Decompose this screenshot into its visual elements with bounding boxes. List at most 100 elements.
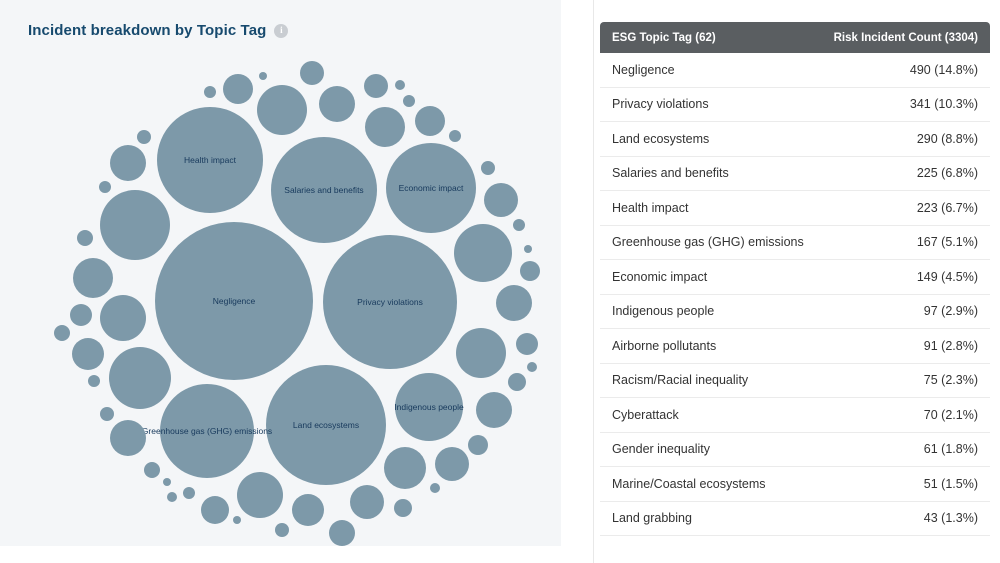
bubble-label: Land ecosystems — [293, 420, 359, 430]
bubble[interactable] — [350, 485, 384, 519]
bubble[interactable] — [163, 478, 171, 486]
row-count: 91 (2.8%) — [923, 338, 978, 353]
bubble-greenhouse-gas-ghg-emissions[interactable] — [160, 384, 254, 478]
bubble[interactable] — [513, 219, 525, 231]
table-row[interactable]: Greenhouse gas (GHG) emissions 167 (5.1%… — [600, 225, 990, 260]
row-tag: Economic impact — [612, 269, 708, 284]
bubble[interactable] — [468, 435, 488, 455]
bubble[interactable] — [484, 183, 518, 217]
row-count: 149 (4.5%) — [916, 269, 978, 284]
bubble-negligence[interactable] — [155, 222, 313, 380]
row-tag: Land grabbing — [612, 511, 692, 526]
table-row[interactable]: Marine/Coastal ecosystems 51 (1.5%) — [600, 467, 990, 502]
bubble[interactable] — [319, 86, 355, 122]
row-tag: Greenhouse gas (GHG) emissions — [612, 235, 804, 250]
bubble[interactable] — [292, 494, 324, 526]
bubble[interactable] — [476, 392, 512, 428]
table-row[interactable]: Gender inequality 61 (1.8%) — [600, 432, 990, 467]
bubble[interactable] — [110, 145, 146, 181]
info-icon[interactable]: i — [274, 23, 289, 38]
table-row[interactable]: Racism/Racial inequality 75 (2.3%) — [600, 363, 990, 398]
row-count: 225 (6.8%) — [916, 166, 978, 181]
bubble[interactable] — [223, 74, 253, 104]
bubble[interactable] — [364, 74, 388, 98]
bubble[interactable] — [508, 373, 526, 391]
table-row[interactable]: Airborne pollutants 91 (2.8%) — [600, 329, 990, 364]
bubble[interactable] — [454, 224, 512, 282]
bubble[interactable] — [524, 245, 532, 253]
bubble[interactable] — [70, 304, 92, 326]
bubble[interactable] — [100, 190, 170, 260]
bubble-land-ecosystems[interactable] — [266, 365, 386, 485]
bubble[interactable] — [99, 181, 111, 193]
row-tag: Land ecosystems — [612, 131, 710, 146]
row-tag: Negligence — [612, 62, 675, 77]
bubble-salaries-and-benefits[interactable] — [271, 137, 377, 243]
bubble[interactable] — [403, 95, 415, 107]
bubble[interactable] — [100, 295, 146, 341]
row-count: 490 (14.8%) — [909, 62, 978, 77]
bubble[interactable] — [275, 523, 289, 537]
bubble[interactable] — [520, 261, 540, 281]
bubble[interactable] — [204, 86, 216, 98]
bubble[interactable] — [73, 258, 113, 298]
column-header-count: Risk Incident Count (3304) — [833, 31, 978, 44]
bubble[interactable] — [72, 338, 104, 370]
table-row[interactable]: Land ecosystems 290 (8.8%) — [600, 122, 990, 157]
table-body: Negligence 490 (14.8%) Privacy violation… — [600, 53, 990, 536]
bubble[interactable] — [54, 325, 70, 341]
chart-header: Incident breakdown by Topic Tag i — [28, 22, 289, 39]
row-tag: Indigenous people — [612, 304, 715, 319]
bubble[interactable] — [496, 285, 532, 321]
bubble[interactable] — [110, 420, 146, 456]
bubble[interactable] — [516, 333, 538, 355]
bubble[interactable] — [100, 407, 114, 421]
bubble-privacy-violations[interactable] — [323, 235, 457, 369]
row-count: 167 (5.1%) — [916, 235, 978, 250]
table-row[interactable]: Economic impact 149 (4.5%) — [600, 260, 990, 295]
table-row[interactable]: Privacy violations 341 (10.3%) — [600, 87, 990, 122]
table-row[interactable]: Negligence 490 (14.8%) — [600, 53, 990, 88]
bubble[interactable] — [384, 447, 426, 489]
bubble-economic-impact[interactable] — [386, 143, 476, 233]
bubble[interactable] — [456, 328, 506, 378]
bubble[interactable] — [481, 161, 495, 175]
bubble-indigenous-people[interactable] — [395, 373, 463, 441]
bubble[interactable] — [329, 520, 355, 546]
bubble[interactable] — [167, 492, 177, 502]
bubble[interactable] — [527, 362, 537, 372]
bubble[interactable] — [201, 496, 229, 524]
bubble[interactable] — [137, 130, 151, 144]
bubble[interactable] — [449, 130, 461, 142]
row-count: 290 (8.8%) — [916, 131, 978, 146]
bubble[interactable] — [395, 80, 405, 90]
table-row[interactable]: Cyberattack 70 (2.1%) — [600, 398, 990, 433]
bubble-health-impact[interactable] — [157, 107, 263, 213]
bubble[interactable] — [257, 85, 307, 135]
bubble[interactable] — [435, 447, 469, 481]
row-count: 75 (2.3%) — [923, 373, 978, 388]
bubble[interactable] — [88, 375, 100, 387]
bubble[interactable] — [430, 483, 440, 493]
row-count: 223 (6.7%) — [916, 200, 978, 215]
bubble[interactable] — [237, 472, 283, 518]
bubble[interactable] — [394, 499, 412, 517]
bubble[interactable] — [77, 230, 93, 246]
bubble[interactable] — [109, 347, 171, 409]
bubble[interactable] — [365, 107, 405, 147]
table-row[interactable]: Salaries and benefits 225 (6.8%) — [600, 156, 990, 191]
row-tag: Gender inequality — [612, 442, 710, 457]
table-row[interactable]: Land grabbing 43 (1.3%) — [600, 501, 990, 536]
row-tag: Salaries and benefits — [612, 166, 729, 181]
bubble[interactable] — [415, 106, 445, 136]
bubble[interactable] — [233, 516, 241, 524]
row-count: 97 (2.9%) — [923, 304, 978, 319]
bubble[interactable] — [144, 462, 160, 478]
row-count: 51 (1.5%) — [923, 476, 978, 491]
table-row[interactable]: Health impact 223 (6.7%) — [600, 191, 990, 226]
bubble[interactable] — [300, 61, 324, 85]
table-row[interactable]: Indigenous people 97 (2.9%) — [600, 294, 990, 329]
bubble[interactable] — [259, 72, 267, 80]
bubble[interactable] — [183, 487, 195, 499]
